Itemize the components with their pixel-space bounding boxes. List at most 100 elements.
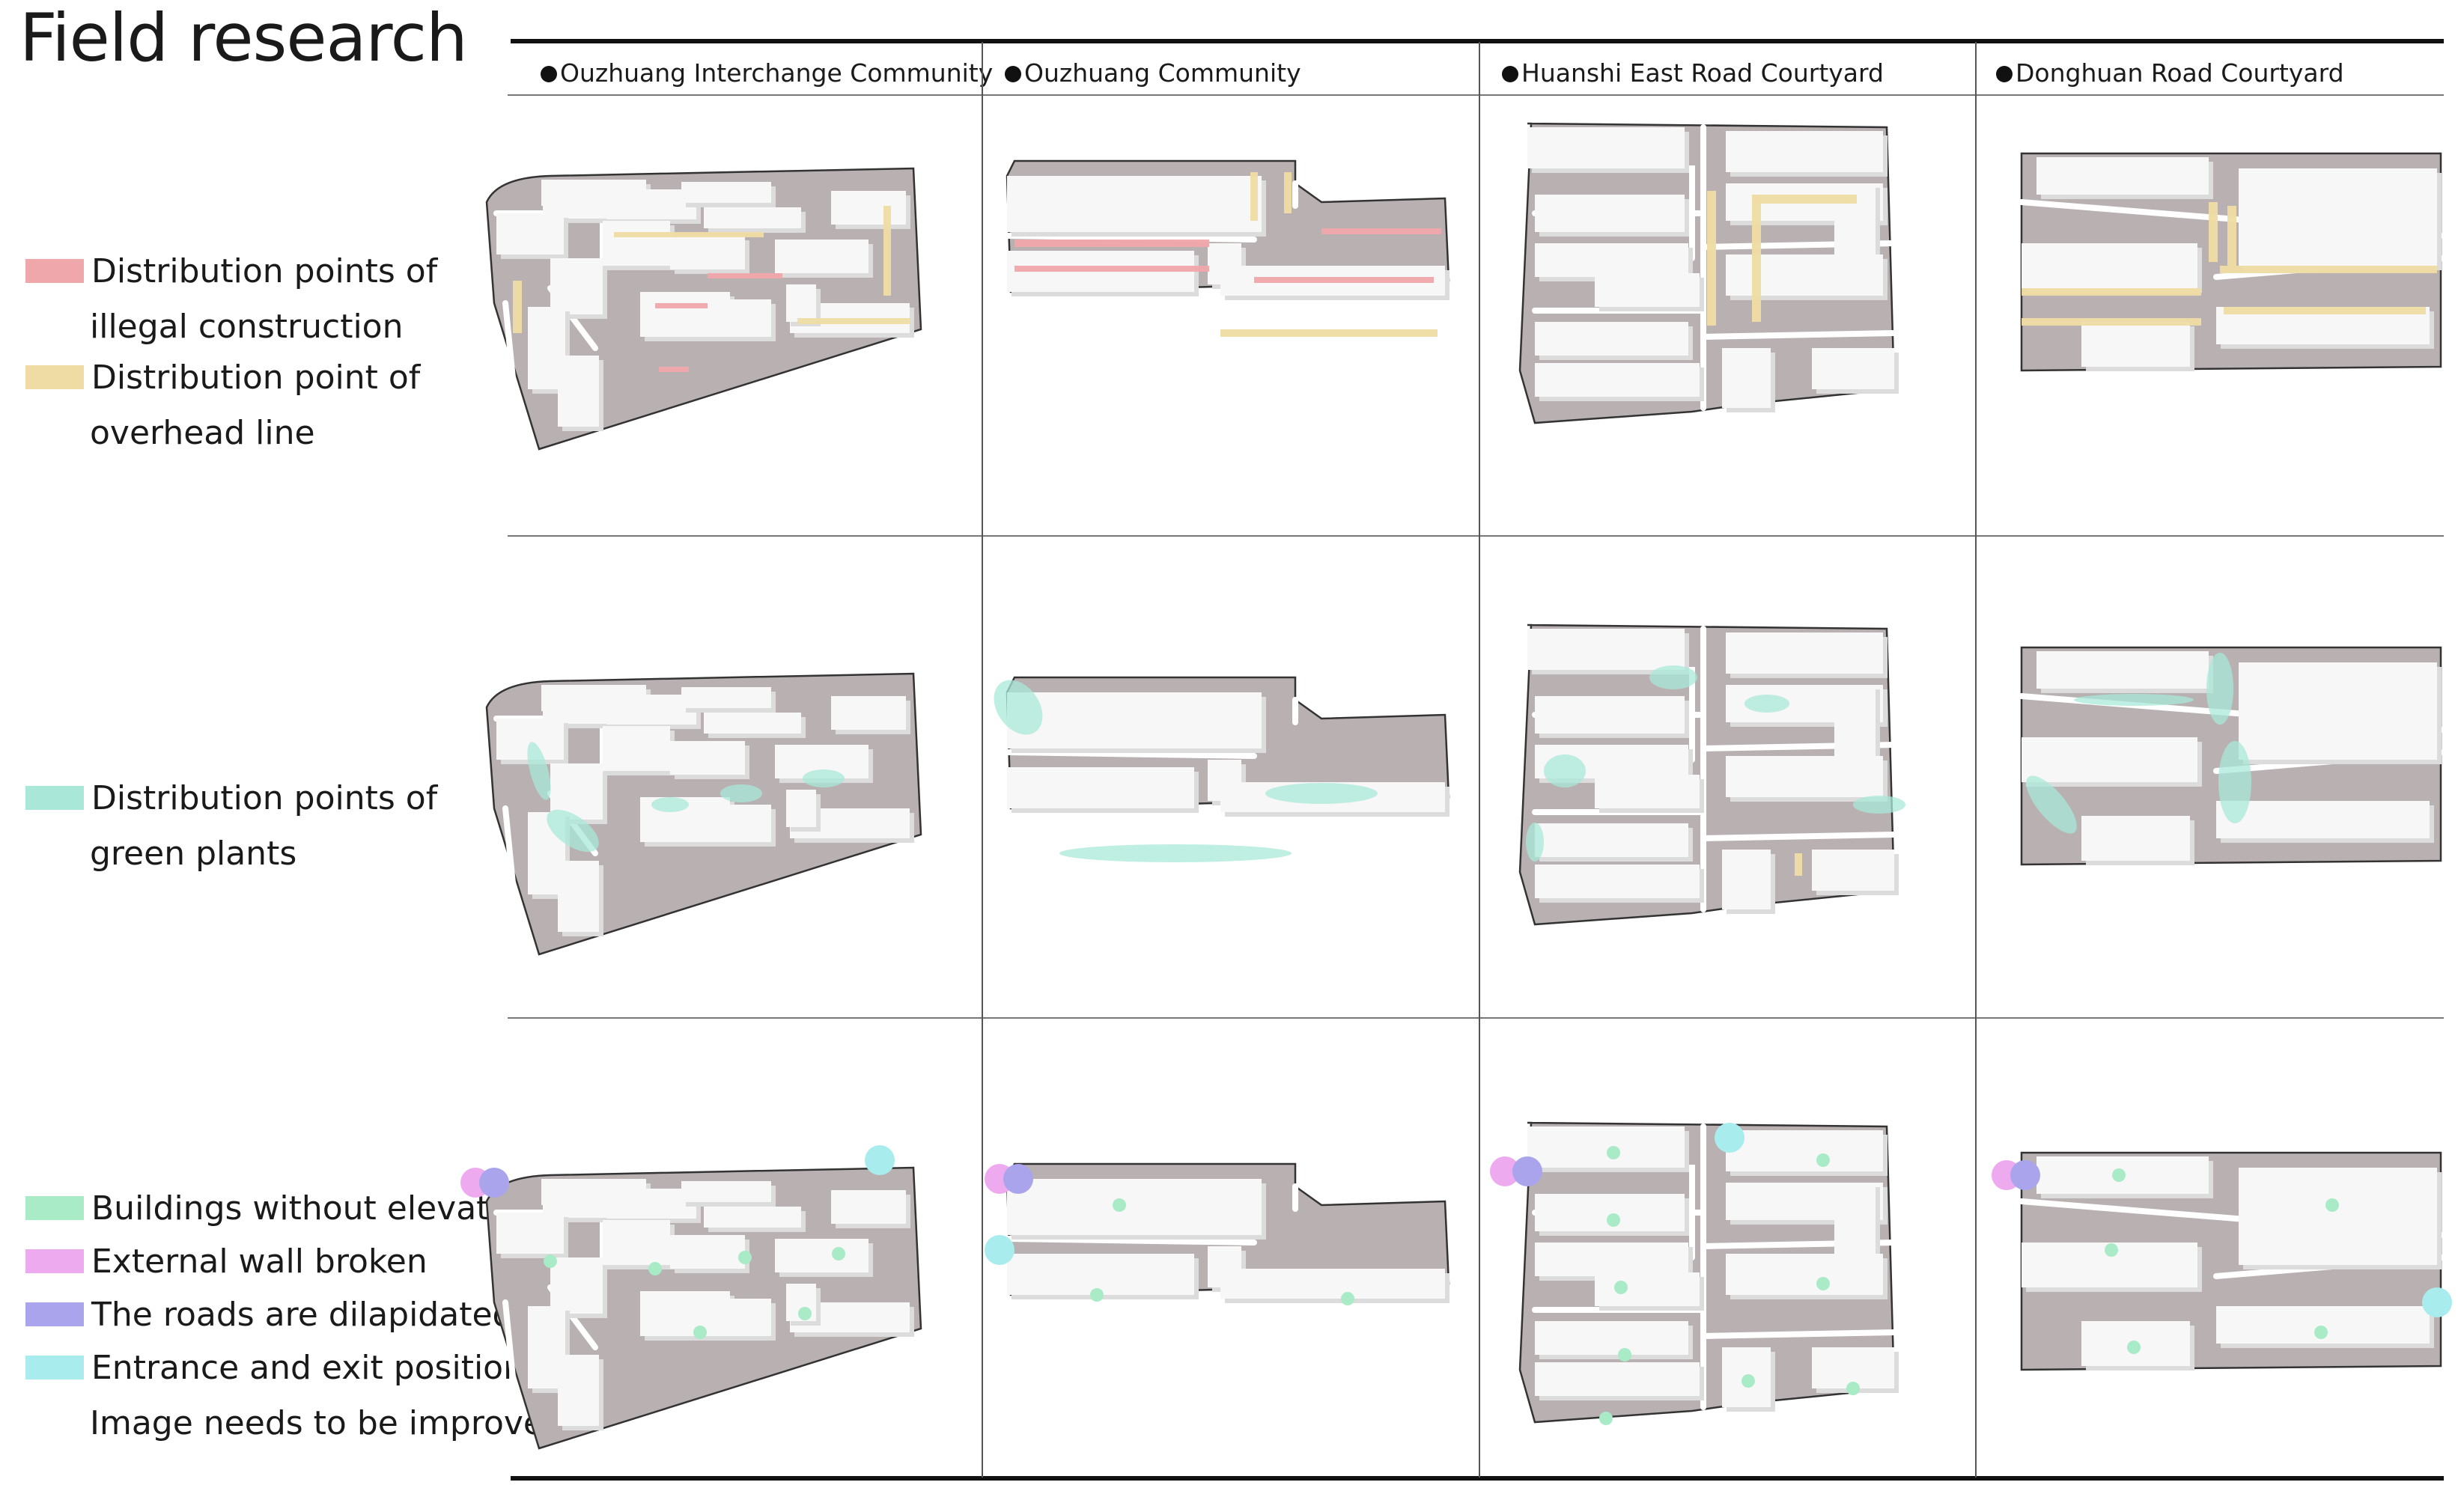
building (2036, 157, 2209, 195)
building (704, 207, 801, 228)
site-plan-donghuan-row3 (1992, 1151, 2452, 1371)
legend-label-wall-broken: External wall broken (91, 1243, 428, 1281)
building (2239, 168, 2437, 266)
no-elevator-marker (2314, 1326, 2328, 1339)
building (558, 1355, 599, 1426)
building (2239, 662, 2437, 760)
building (1726, 1130, 1883, 1171)
legend-label-overhead-line2: overhead line (90, 414, 315, 452)
legend-no-elevators: Buildings without elevators (25, 1181, 540, 1237)
bullet-icon (541, 66, 557, 82)
no-elevator-marker (1618, 1348, 1631, 1362)
building (775, 240, 869, 273)
building (2036, 651, 2209, 689)
legend-swatch-no-elevators (25, 1196, 84, 1220)
column-header-ouzhuang: Ouzhuang Community (1005, 52, 1301, 94)
green-plant-area (527, 742, 551, 800)
green-plant-area (2074, 694, 2194, 706)
no-elevator-marker (1599, 1412, 1613, 1425)
table-bottom-rule (511, 1476, 2444, 1481)
road (502, 300, 520, 418)
building (558, 356, 599, 427)
legend-label-illegal-line2: illegal construction (90, 308, 404, 346)
building (1527, 629, 1685, 670)
site-plan-ouzhuang-row1 (1004, 159, 1450, 337)
building (1535, 243, 1688, 277)
road-dilapidated-marker (1512, 1156, 1542, 1186)
building (1535, 865, 1700, 898)
site-plan-huanshi-east-row1 (1518, 122, 1899, 424)
building (1726, 131, 1883, 172)
no-elevator-marker (648, 1262, 662, 1275)
no-elevator-marker (1341, 1292, 1354, 1305)
site-plan-ouzhuang-interchange-row1 (485, 167, 922, 451)
no-elevator-marker (832, 1247, 845, 1260)
overhead-line-segment (1752, 195, 1761, 322)
building (1527, 1126, 1685, 1168)
green-plant-area (1649, 665, 1697, 689)
no-elevator-marker (1816, 1277, 1830, 1290)
illegal-construction-segment (659, 367, 689, 372)
site-plan-donghuan-row2 (2019, 646, 2444, 866)
legend-swatch-overhead (25, 365, 84, 389)
column-divider-3 (1975, 42, 1977, 1478)
entrance-marker (865, 1145, 895, 1175)
building (1834, 1183, 1876, 1257)
building (670, 236, 745, 269)
no-elevator-marker (2112, 1168, 2126, 1182)
building (640, 292, 730, 337)
road (502, 805, 520, 924)
green-plant-area (1853, 796, 1905, 814)
overhead-line-segment (614, 232, 764, 237)
building (1834, 685, 1876, 760)
legend-label-no-elevators: Buildings without elevators (91, 1189, 541, 1228)
illegal-construction-segment (708, 273, 782, 278)
building (1812, 850, 1894, 891)
building (603, 1220, 670, 1265)
green-plant-area (1059, 844, 1292, 862)
column-divider-2 (1479, 42, 1480, 1478)
green-plant-area (1744, 695, 1789, 713)
building (2022, 243, 2197, 288)
overhead-line-segment (1250, 172, 1258, 221)
green-plant-area (1265, 783, 1378, 804)
column-label: Ouzhuang Community (1024, 58, 1301, 88)
legend-overhead-line: Distribution point of (25, 350, 420, 406)
legend-illegal-construction: Distribution points of (25, 244, 437, 299)
building (1007, 692, 1262, 748)
overhead-line-segment (2220, 266, 2437, 273)
legend-swatch-green (25, 786, 84, 810)
site-plan-donghuan-row1 (2019, 152, 2444, 372)
no-elevator-marker (738, 1251, 752, 1264)
building (2022, 737, 2197, 782)
illegal-construction-segment (1015, 266, 1209, 272)
building (1535, 1243, 1688, 1276)
no-elevator-marker (798, 1307, 812, 1320)
building (1527, 127, 1685, 168)
building (704, 1207, 801, 1228)
overhead-line-segment (1752, 195, 1857, 204)
no-elevator-marker (544, 1254, 557, 1268)
building (1812, 348, 1894, 389)
overhead-line-segment (2022, 288, 2201, 296)
no-elevator-marker (2325, 1198, 2339, 1212)
column-header-donghuan: Donghuan Road Courtyard (1996, 52, 2344, 94)
page-title: Field research (19, 0, 468, 76)
row-divider-2 (508, 1017, 2444, 1019)
building (1535, 322, 1688, 356)
legend-swatch-entrance (25, 1356, 84, 1379)
building (1535, 823, 1688, 857)
legend-swatch-roads (25, 1302, 84, 1326)
green-plant-area (2206, 653, 2233, 725)
building (775, 1239, 869, 1272)
overhead-line-segment (883, 206, 891, 296)
legend-roads-dilapidated: The roads are dilapidated (25, 1287, 513, 1343)
building (2216, 801, 2430, 838)
site-plan-ouzhuang-interchange-row2 (485, 672, 922, 956)
header-divider (508, 94, 2444, 96)
building (681, 687, 771, 708)
building (550, 1257, 603, 1314)
no-elevator-marker (1607, 1146, 1620, 1159)
green-plant-area (803, 769, 845, 787)
